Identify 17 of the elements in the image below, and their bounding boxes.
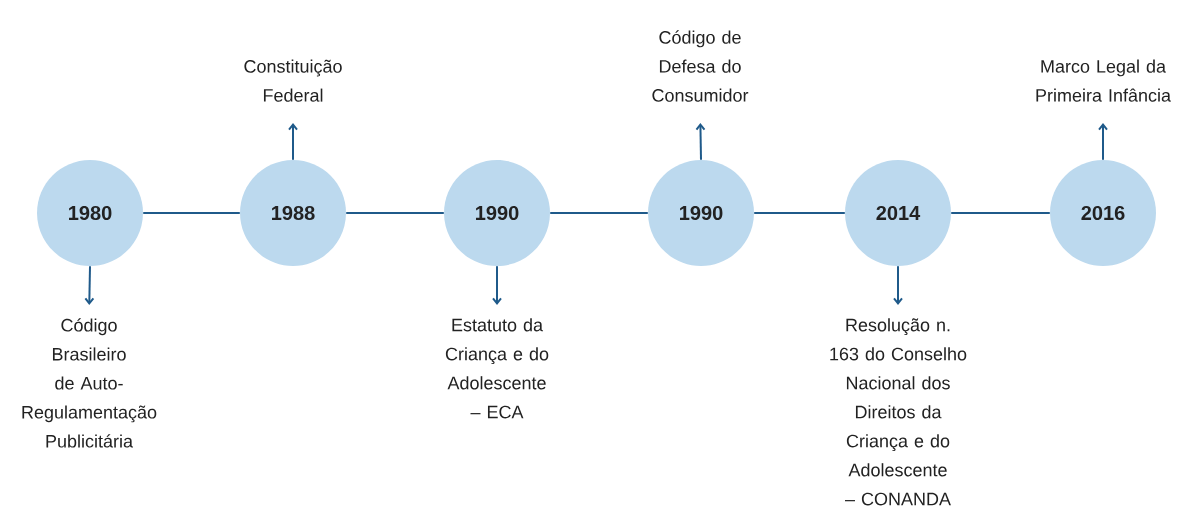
timeline-line [549,212,649,214]
event-label: Resolução n. 163 do Conselho Nacional dos Direitos da Criança e do Adolescente – CONANDA [830,318,967,506]
arrow [695,123,706,161]
timeline-line [142,212,241,214]
arrow [84,265,95,305]
event-label: Marco Legal da Primeira Infância [1036,59,1171,102]
event-label: Constituição Federal [244,59,342,102]
timeline-line [950,212,1051,214]
arrow [492,265,502,305]
arrow [893,265,903,305]
event-label: Código Brasileiro de Auto-Regulamentação Publicitária [22,318,157,448]
arrow [288,123,298,161]
event-label: Código de Defesa do Consumidor [652,30,749,102]
event-label: Estatuto da Criança e do Adolescente – ECA [445,318,549,419]
arrow [1098,123,1108,161]
timeline-line [345,212,445,214]
timeline-line [753,212,846,214]
